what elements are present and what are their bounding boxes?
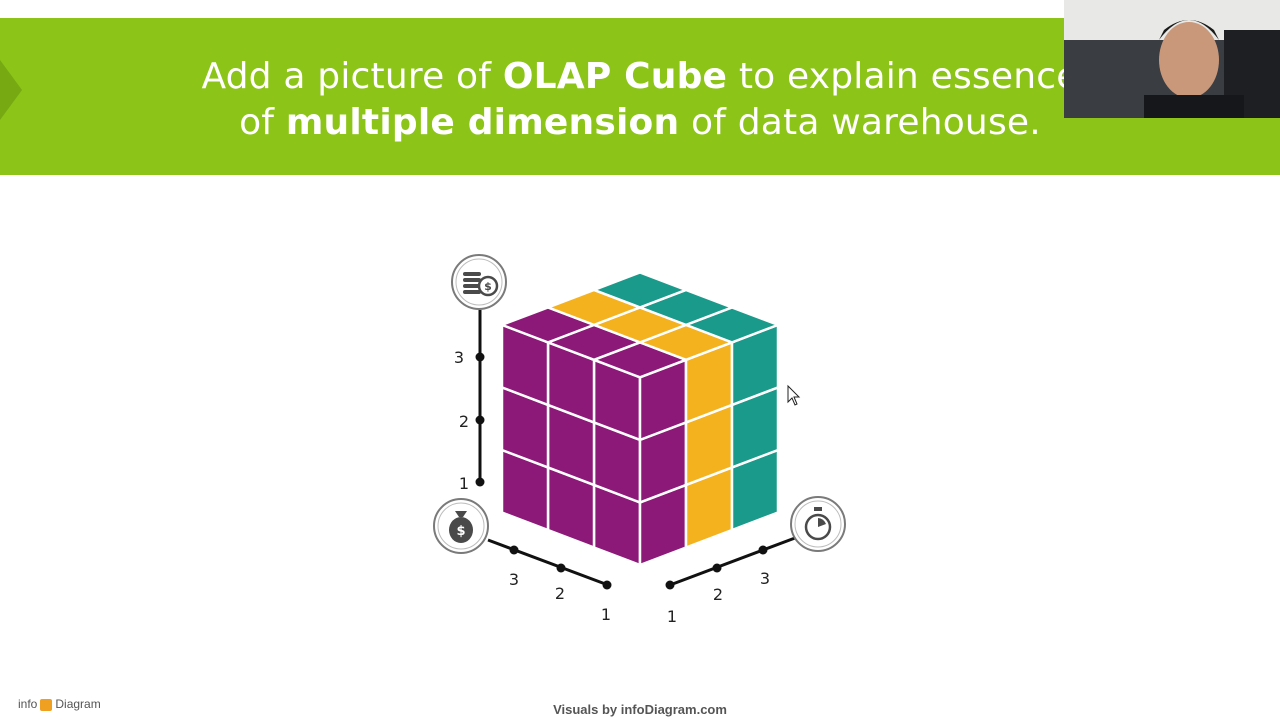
logo-text-diagram: Diagram xyxy=(55,697,101,711)
svg-text:$: $ xyxy=(484,280,492,293)
vertical-axis-label: 1 xyxy=(459,474,469,493)
left-axis xyxy=(487,538,609,587)
cube-cells xyxy=(498,271,782,567)
title-part-bold: multiple dimension xyxy=(285,102,680,143)
logo-mark-icon xyxy=(40,698,53,711)
cube-cell-face xyxy=(590,271,690,309)
webcam-overlay xyxy=(1064,0,1280,118)
vertical-axis-ticks xyxy=(475,352,485,487)
right-axis xyxy=(669,536,796,587)
coins-dollar-icon: $ xyxy=(451,254,507,310)
right-axis-ticks xyxy=(665,545,768,590)
svg-text:$: $ xyxy=(456,524,465,539)
right-axis-label: 2 xyxy=(713,585,723,604)
presenter-video xyxy=(1064,0,1280,118)
logo-text-info: info xyxy=(18,697,38,711)
right-axis-label: 1 xyxy=(667,607,677,626)
stopwatch-icon xyxy=(790,496,846,552)
title-part: to explain essence xyxy=(727,56,1079,97)
vertical-axis-label: 2 xyxy=(459,412,469,431)
infodiagram-logo: info Diagram xyxy=(18,697,101,711)
title-part: of data warehouse. xyxy=(679,102,1041,143)
title-part: Add a picture of xyxy=(201,56,503,97)
right-axis-label: 3 xyxy=(760,569,770,588)
left-axis-ticks xyxy=(509,545,612,590)
left-axis-label: 2 xyxy=(555,584,565,603)
vertical-axis-label: 3 xyxy=(454,348,464,367)
left-axis-label: 3 xyxy=(509,570,519,589)
money-bag-icon: $ xyxy=(433,498,489,554)
mouse-cursor-icon xyxy=(787,384,801,406)
title-part: of xyxy=(239,102,286,143)
slide-title: Add a picture of OLAP Cube to explain es… xyxy=(120,54,1160,146)
title-part-bold: OLAP Cube xyxy=(502,56,728,97)
credit-text: Visuals by infoDiagram.com xyxy=(553,702,727,717)
left-axis-label: 1 xyxy=(601,605,611,624)
banner-notch xyxy=(0,60,22,120)
